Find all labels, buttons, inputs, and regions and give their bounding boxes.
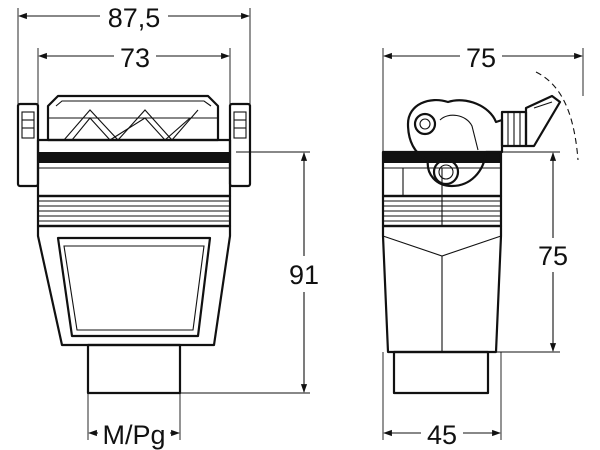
side-seal-band — [383, 152, 501, 163]
lever-swing-arc — [535, 71, 579, 161]
front-thread-ribs — [36, 194, 232, 228]
front-view — [16, 8, 310, 440]
front-housing — [36, 138, 232, 395]
side-cable-entry — [392, 350, 490, 395]
dim-height-front: 91 — [289, 260, 319, 290]
front-right-lever — [228, 102, 252, 188]
front-cable-entry — [86, 343, 182, 395]
dim-inner-width: 73 — [120, 43, 150, 73]
dim-side-height: 75 — [538, 241, 568, 271]
dim-side-width: 75 — [466, 43, 496, 73]
front-locking-bar — [46, 94, 220, 142]
dim-overall-width: 87,5 — [108, 3, 161, 33]
front-left-lever — [16, 102, 40, 188]
dim-thread: M/Pg — [102, 420, 165, 450]
side-housing — [381, 150, 503, 395]
side-locking-lever — [406, 94, 562, 188]
side-view — [381, 48, 584, 440]
front-seal-band — [38, 152, 230, 163]
side-thread-ribs — [381, 194, 503, 228]
dim-bottom-width: 45 — [427, 420, 457, 450]
